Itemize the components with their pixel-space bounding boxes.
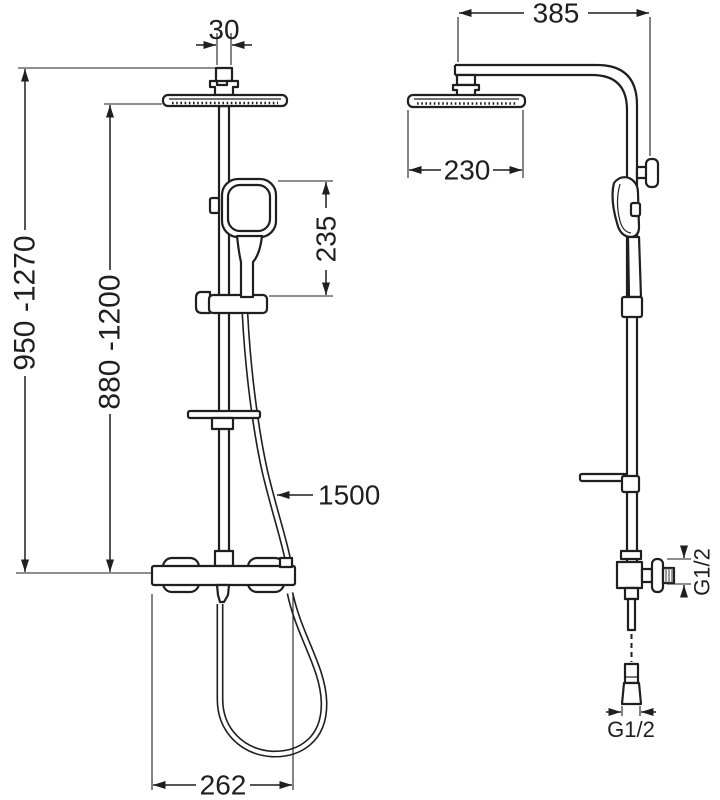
holder-hook bbox=[194, 290, 212, 315]
tailpiece bbox=[623, 662, 640, 685]
dim-side-thread-label: G1/2 bbox=[690, 548, 715, 596]
top-stub bbox=[214, 66, 234, 83]
wall-bracket-plate bbox=[644, 157, 660, 189]
dim-bottom-thread: G1/2 bbox=[606, 706, 656, 742]
rain-head-front bbox=[161, 93, 289, 108]
dim-column-height-label: 880 -1200 bbox=[94, 274, 127, 409]
hose-inlet bbox=[278, 556, 294, 569]
outlet-pipe bbox=[626, 597, 637, 632]
riser-column bbox=[217, 104, 231, 568]
dim-overall-height-label: 950 -1270 bbox=[9, 235, 42, 370]
shelf-side bbox=[578, 472, 629, 483]
holder-slider bbox=[207, 293, 269, 315]
dim-hand-shower-length: 235 bbox=[269, 180, 342, 297]
dim-mixer-width-label: 262 bbox=[200, 770, 247, 800]
mixer-body bbox=[150, 564, 297, 587]
dim-arm-reach: 385 bbox=[457, 0, 651, 156]
dim-head-width: 230 bbox=[407, 110, 524, 186]
tailpiece-cone bbox=[620, 681, 643, 706]
front-view bbox=[150, 66, 328, 758]
hand-shower-side-clip bbox=[629, 201, 642, 218]
side-view bbox=[406, 63, 676, 706]
hand-shower-side-handle bbox=[626, 235, 643, 299]
dim-arm-reach-label: 385 bbox=[533, 0, 580, 29]
hand-shower-handle bbox=[235, 234, 264, 299]
head-connector-side bbox=[455, 73, 477, 87]
arm-pipe-outer bbox=[455, 63, 639, 563]
holder-ring-side bbox=[620, 295, 644, 319]
dim-top-pipe-width-label: 30 bbox=[208, 14, 239, 45]
valve-neck bbox=[640, 567, 654, 584]
dim-head-width-label: 230 bbox=[444, 155, 491, 186]
dim-top-pipe-width: 30 bbox=[196, 14, 252, 65]
wall-flange bbox=[650, 557, 665, 594]
column-collar bbox=[213, 549, 235, 568]
shelf-block-side bbox=[620, 474, 641, 494]
dim-hose-length: 1500 bbox=[277, 480, 380, 511]
valve-collar bbox=[619, 549, 643, 561]
valve-body bbox=[615, 560, 644, 590]
dim-hand-shower-length-label: 235 bbox=[311, 216, 342, 263]
head-nut bbox=[208, 79, 240, 97]
rain-head-side bbox=[406, 93, 527, 109]
arm-pipe-inner bbox=[455, 73, 629, 563]
dim-overall-height: 950 -1270 bbox=[9, 67, 216, 574]
dim-bottom-thread-label: G1/2 bbox=[607, 717, 655, 742]
mixer-outlet bbox=[215, 583, 231, 604]
column-clip bbox=[208, 196, 221, 215]
dimensions: 950 -1270 880 -1200 30 235 1 bbox=[9, 0, 715, 800]
hand-shower-spray-plate bbox=[226, 183, 272, 233]
hand-shower-side-head bbox=[611, 176, 641, 239]
dim-hose-length-label: 1500 bbox=[318, 480, 380, 511]
shelf-collar bbox=[210, 416, 235, 431]
dim-column-height: 880 -1200 bbox=[94, 103, 162, 572]
dim-side-thread: G1/2 bbox=[667, 545, 715, 598]
valve-outlet bbox=[623, 586, 640, 601]
dim-mixer-width: 262 bbox=[151, 594, 294, 800]
